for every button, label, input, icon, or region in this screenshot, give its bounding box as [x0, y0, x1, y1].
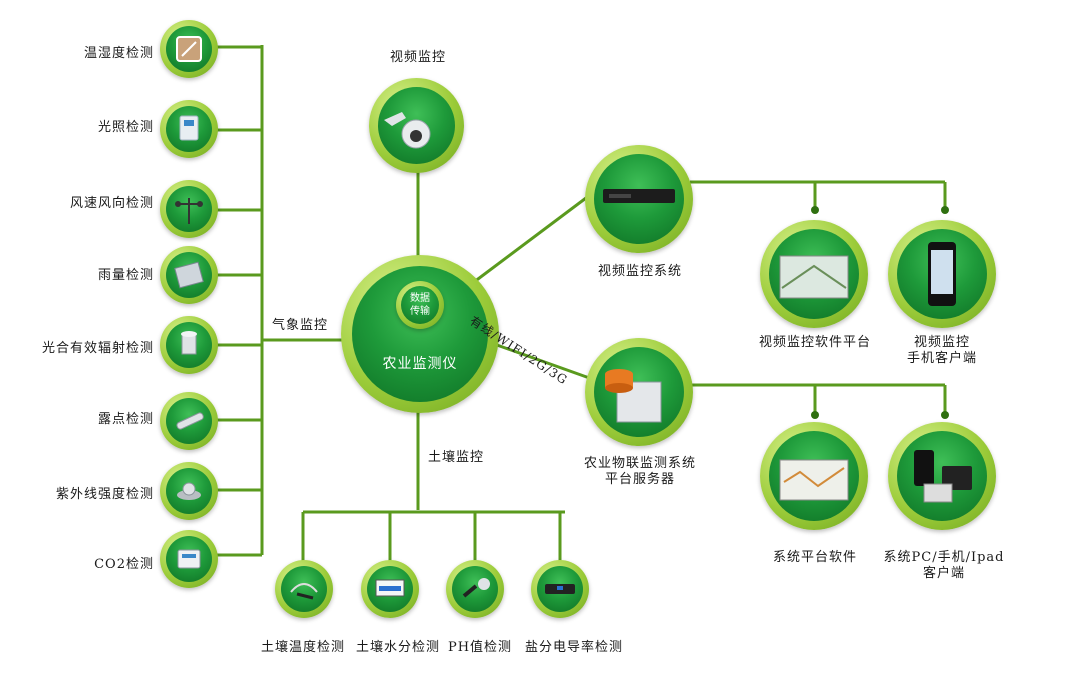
video-software-node[interactable]	[760, 220, 868, 328]
thermometer-icon	[176, 36, 202, 62]
rain-gauge-icon	[174, 261, 204, 289]
camera-icon	[384, 112, 431, 149]
ph-probe-icon	[462, 578, 490, 598]
weather-node-rain[interactable]	[160, 246, 218, 304]
soil-label: 土壤温度检测	[260, 640, 345, 655]
weather-node-co2[interactable]	[160, 530, 218, 588]
video-software-label: 视频监控软件平台	[758, 335, 871, 350]
greenhouse-monitor-icon	[779, 255, 849, 299]
video-mobile-label: 视频监控	[913, 335, 970, 350]
weather-node-par[interactable]	[160, 316, 218, 374]
soil-label: 土壤水分检测	[355, 640, 440, 655]
weather-node-wind[interactable]	[160, 180, 218, 238]
video-label: 视频监控	[389, 50, 446, 65]
salinity-sensor-icon	[545, 584, 575, 594]
database-server-icon	[605, 369, 662, 423]
weather-label: 风速风向检测	[69, 196, 154, 211]
light-sensor-icon	[179, 115, 199, 141]
hub-node[interactable]: 数据 传输 农业监测仪	[341, 255, 499, 413]
weather-label: CO2检测	[94, 557, 154, 572]
soil-group-label: 土壤监控	[428, 450, 485, 465]
video-mobile-label: 手机客户端	[906, 351, 977, 366]
weather-label: 温湿度检测	[83, 46, 154, 61]
weather-node-humidity[interactable]	[160, 20, 218, 78]
multi-client-label: 客户端	[922, 566, 965, 581]
multi-client-node[interactable]	[888, 422, 996, 530]
multi-client-label: 系统PC/手机/Ipad	[883, 550, 1005, 565]
soil-moisture-sensor-icon	[375, 579, 405, 597]
uv-sensor-icon	[177, 482, 201, 500]
video-camera-node[interactable]	[362, 78, 472, 173]
weather-node-dewpoint[interactable]	[160, 392, 218, 450]
weather-label: 紫外线强度检测	[55, 487, 154, 502]
weather-node-light[interactable]	[160, 100, 218, 158]
weather-label: 雨量检测	[97, 268, 154, 283]
server-node[interactable]	[585, 338, 693, 446]
platform-software-node[interactable]	[760, 422, 868, 530]
weather-label: 露点检测	[97, 412, 154, 427]
hub-label: 农业监测仪	[382, 356, 458, 372]
par-sensor-icon	[181, 331, 197, 355]
soil-node-ph[interactable]	[446, 560, 504, 618]
devices-icon	[914, 450, 972, 503]
co2-sensor-icon	[177, 549, 201, 569]
video-mobile-node[interactable]	[888, 220, 996, 328]
weather-node-uv[interactable]	[160, 462, 218, 520]
server-label: 平台服务器	[604, 472, 675, 487]
dewpoint-probe-icon	[176, 412, 204, 430]
smartphone-icon	[928, 242, 956, 306]
video-system-node[interactable]	[585, 145, 693, 253]
weather-label: 光合有效辐射检测	[41, 341, 154, 356]
soil-temperature-probe-icon	[290, 583, 318, 600]
weather-group-label: 气象监控	[272, 318, 329, 333]
soil-label: PH值检测	[447, 640, 513, 655]
soil-node-salinity[interactable]	[531, 560, 589, 618]
soil-node-temperature[interactable]	[275, 560, 333, 618]
dvr-icon	[603, 189, 675, 203]
video-system-label: 视频监控系统	[597, 264, 682, 279]
hub-inner-label: 传输	[410, 306, 430, 317]
platform-software-label: 系统平台软件	[772, 550, 857, 565]
soil-node-moisture[interactable]	[361, 560, 419, 618]
map-screen-icon	[779, 459, 849, 501]
server-label: 农业物联监测系统	[583, 456, 696, 471]
soil-label: 盐分电导率检测	[524, 640, 623, 655]
hub-inner-label: 数据	[410, 293, 430, 304]
weather-label: 光照检测	[97, 120, 154, 135]
anemometer-icon	[175, 198, 203, 224]
